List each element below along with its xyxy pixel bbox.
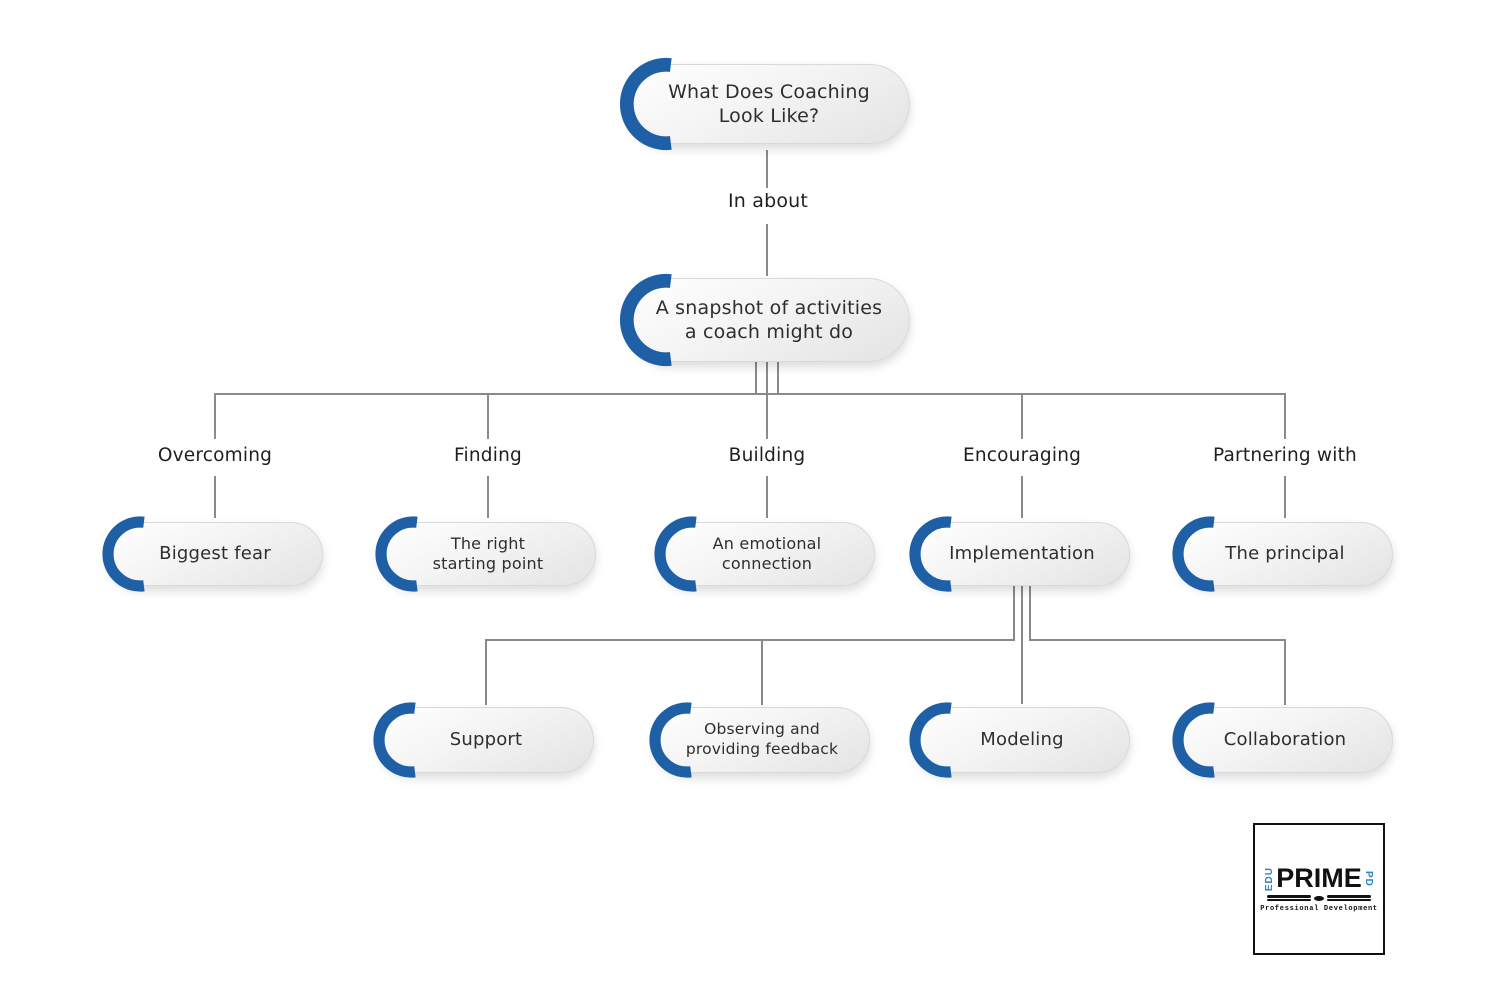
connector-line (214, 393, 1286, 395)
node-text: Collaboration (1223, 729, 1347, 751)
connector-line (487, 476, 489, 518)
connector-line (1029, 639, 1286, 641)
connector-line (214, 395, 216, 439)
node-text: Support (449, 729, 523, 751)
connector-line (1284, 476, 1286, 518)
logo-pd-text: PD (1362, 870, 1374, 887)
connector-line (1021, 586, 1023, 704)
connector-line (766, 224, 768, 276)
connector-line (214, 476, 216, 518)
node-pill: Implementation (914, 522, 1130, 586)
node-pill: The right starting point (380, 522, 596, 586)
connector-line (485, 641, 487, 705)
logo-divider (1267, 895, 1371, 901)
branch-label-building: Building (728, 445, 806, 466)
node-text: Implementation (949, 543, 1095, 565)
node-snapshot-text: A snapshot of activities a coach might d… (655, 296, 883, 343)
node-modeling: Modeling (909, 702, 1130, 778)
logo-divider-dot (1314, 895, 1324, 901)
node-collaboration: Collaboration (1172, 702, 1393, 778)
connector-line (761, 641, 763, 705)
node-pill: Observing and providing feedback (654, 707, 870, 773)
logo-wordmark: EDU PRIME PD (1264, 865, 1374, 892)
node-text: The principal (1225, 543, 1345, 565)
connector-line (1013, 586, 1015, 640)
node-support: Support (373, 702, 594, 778)
branch-label-encouraging: Encouraging (962, 445, 1082, 466)
logo-edu-text: EDU (1264, 866, 1276, 891)
connector-line (755, 362, 757, 394)
connector-line (766, 476, 768, 518)
branch-label-finding: Finding (454, 445, 522, 466)
node-text: Modeling (980, 729, 1064, 751)
connector-line (487, 395, 489, 439)
node-text: An emotional connection (712, 533, 822, 573)
connector-line (777, 362, 779, 394)
node-emotional-connection: An emotional connection (654, 516, 875, 592)
logo-tagline: Professional Development (1260, 904, 1378, 913)
logo-divider-line (1267, 895, 1311, 901)
node-snapshot: A snapshot of activities a coach might d… (619, 273, 910, 367)
connector-line (1284, 395, 1286, 439)
connector-line (1029, 586, 1031, 640)
branch-label-overcoming: Overcoming (157, 445, 273, 466)
connector-line (1021, 476, 1023, 518)
node-observing-feedback: Observing and providing feedback (649, 702, 870, 778)
node-root-text: What Does Coaching Look Like? (668, 80, 870, 127)
logo-divider-line (1327, 895, 1371, 901)
node-text: Observing and providing feedback (685, 720, 839, 758)
node-pill: Biggest fear (107, 522, 323, 586)
node-right-starting-point: The right starting point (375, 516, 596, 592)
connector-line (766, 150, 768, 188)
node-implementation: Implementation (909, 516, 1130, 592)
node-the-principal: The principal (1172, 516, 1393, 592)
branch-label-partnering: Partnering with (1213, 445, 1357, 466)
node-pill: Modeling (914, 707, 1130, 773)
node-pill: What Does Coaching Look Like? (628, 64, 910, 144)
node-biggest-fear: Biggest fear (102, 516, 323, 592)
connector-line (766, 362, 768, 394)
node-text: The right starting point (432, 533, 544, 573)
node-pill: A snapshot of activities a coach might d… (628, 278, 910, 362)
logo-prime-text: PRIME (1276, 863, 1362, 894)
node-pill: Collaboration (1177, 707, 1393, 773)
connector-line (766, 395, 768, 439)
node-pill: An emotional connection (659, 522, 875, 586)
connector-line (1284, 641, 1286, 705)
node-root: What Does Coaching Look Like? (619, 57, 910, 151)
connector-line (1021, 395, 1023, 439)
node-pill: Support (378, 707, 594, 773)
connector-line (485, 639, 1015, 641)
node-text: Biggest fear (159, 543, 271, 565)
connector-label: In about (727, 190, 809, 212)
node-pill: The principal (1177, 522, 1393, 586)
edu-prime-pd-logo: EDU PRIME PD Professional Development (1253, 823, 1385, 955)
